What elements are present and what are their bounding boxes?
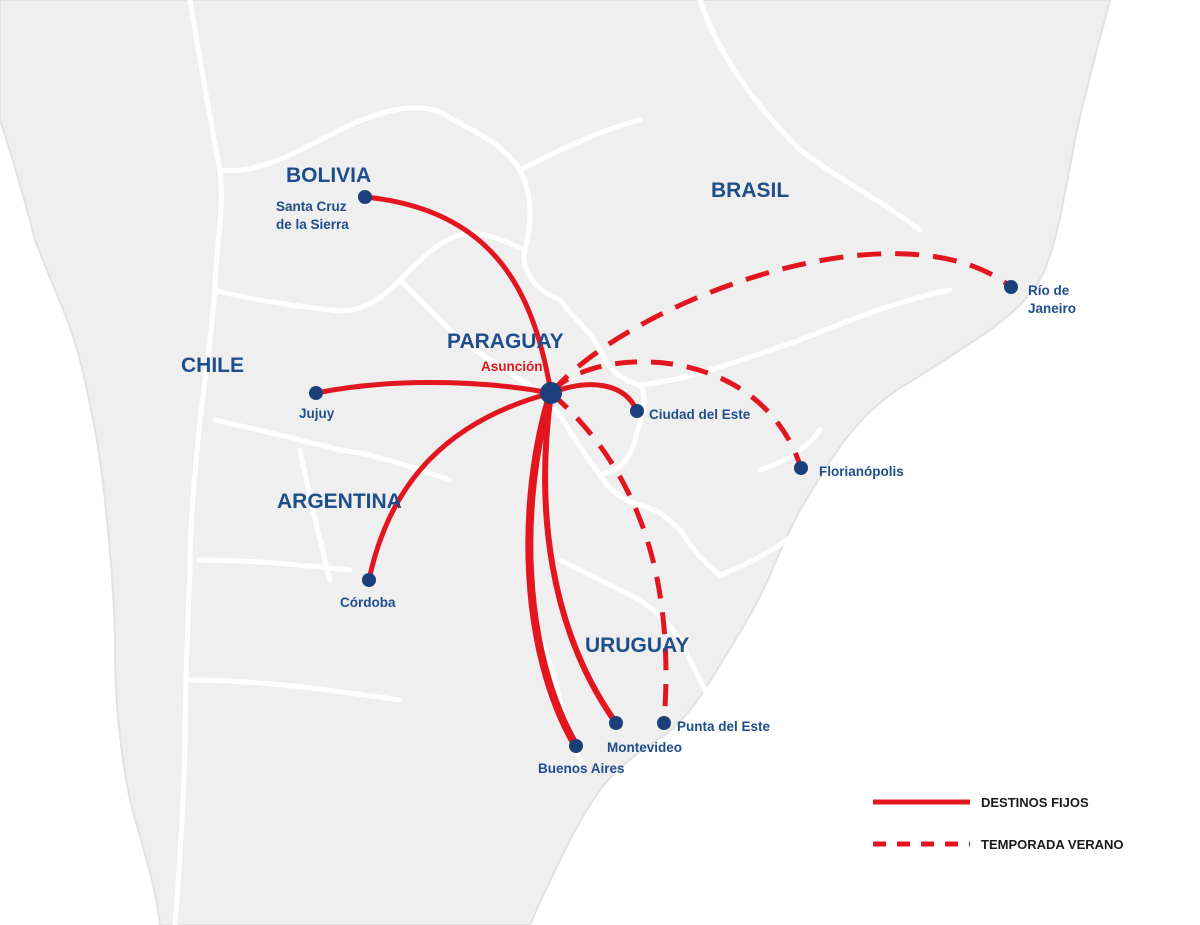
country-borders [172, 0, 953, 925]
legend: DESTINOS FIJOS TEMPORADA VERANO [873, 795, 1124, 852]
label-rio-line1: Río de [1028, 283, 1070, 298]
label-santa-cruz-line1: Santa Cruz [276, 199, 347, 214]
land-mass [0, 0, 1112, 925]
argentina-brasil-border [597, 472, 723, 578]
label-rio-line2: Janeiro [1028, 301, 1076, 316]
label-paraguay: PARAGUAY [447, 330, 564, 353]
brasil-states [517, 0, 953, 578]
legend-fixed-label: DESTINOS FIJOS [981, 795, 1089, 810]
route-santa-cruz [364, 194, 554, 394]
label-argentina: ARGENTINA [277, 490, 402, 513]
bolivia-paraguay-border [212, 231, 528, 314]
label-cordoba: Córdoba [340, 595, 396, 610]
route-ciudad-del-este [550, 382, 640, 413]
label-punta-del-este: Punta del Este [677, 719, 771, 734]
label-ciudad-del-este: Ciudad del Este [649, 407, 751, 422]
label-florianopolis: Florianópolis [819, 464, 904, 479]
route-jujuy [315, 380, 552, 396]
route-montevideo [542, 392, 619, 725]
route-buenos-aires [525, 391, 580, 749]
route-punta-del-este [549, 391, 669, 724]
dot-asuncion-hub [540, 382, 562, 404]
dot-buenos-aires [569, 739, 583, 753]
label-montevideo: Montevideo [607, 740, 682, 755]
city-labels: Asunción Santa Cruz de la Sierra Jujuy C… [276, 199, 1076, 776]
dot-santa-cruz [358, 190, 372, 204]
label-brasil: BRASIL [711, 179, 789, 202]
dot-punta-del-este [657, 716, 671, 730]
dot-cordoba [362, 573, 376, 587]
dot-montevideo [609, 716, 623, 730]
label-uruguay: URUGUAY [585, 634, 689, 657]
route-rio [549, 251, 1013, 395]
dot-florianopolis [794, 461, 808, 475]
route-cordoba [366, 390, 552, 581]
city-dots [309, 190, 1018, 753]
dot-jujuy [309, 386, 323, 400]
dot-rio [1004, 280, 1018, 294]
label-bolivia: BOLIVIA [286, 164, 371, 187]
dot-ciudad-del-este [630, 404, 644, 418]
label-santa-cruz-line2: de la Sierra [276, 217, 349, 232]
legend-seasonal-label: TEMPORADA VERANO [981, 837, 1124, 852]
route-florianopolis [549, 359, 804, 469]
label-buenos-aires: Buenos Aires [538, 761, 625, 776]
country-labels: BOLIVIA BRASIL CHILE PARAGUAY ARGENTINA … [181, 164, 789, 657]
south-america-land [0, 0, 1112, 925]
routes [315, 194, 1013, 749]
uruguay-border [557, 557, 713, 703]
label-chile: CHILE [181, 354, 244, 377]
argentina-provinces [187, 417, 453, 703]
label-jujuy: Jujuy [299, 406, 335, 421]
paraguay-argentina-border [397, 277, 603, 478]
label-asuncion: Asunción [481, 359, 543, 374]
